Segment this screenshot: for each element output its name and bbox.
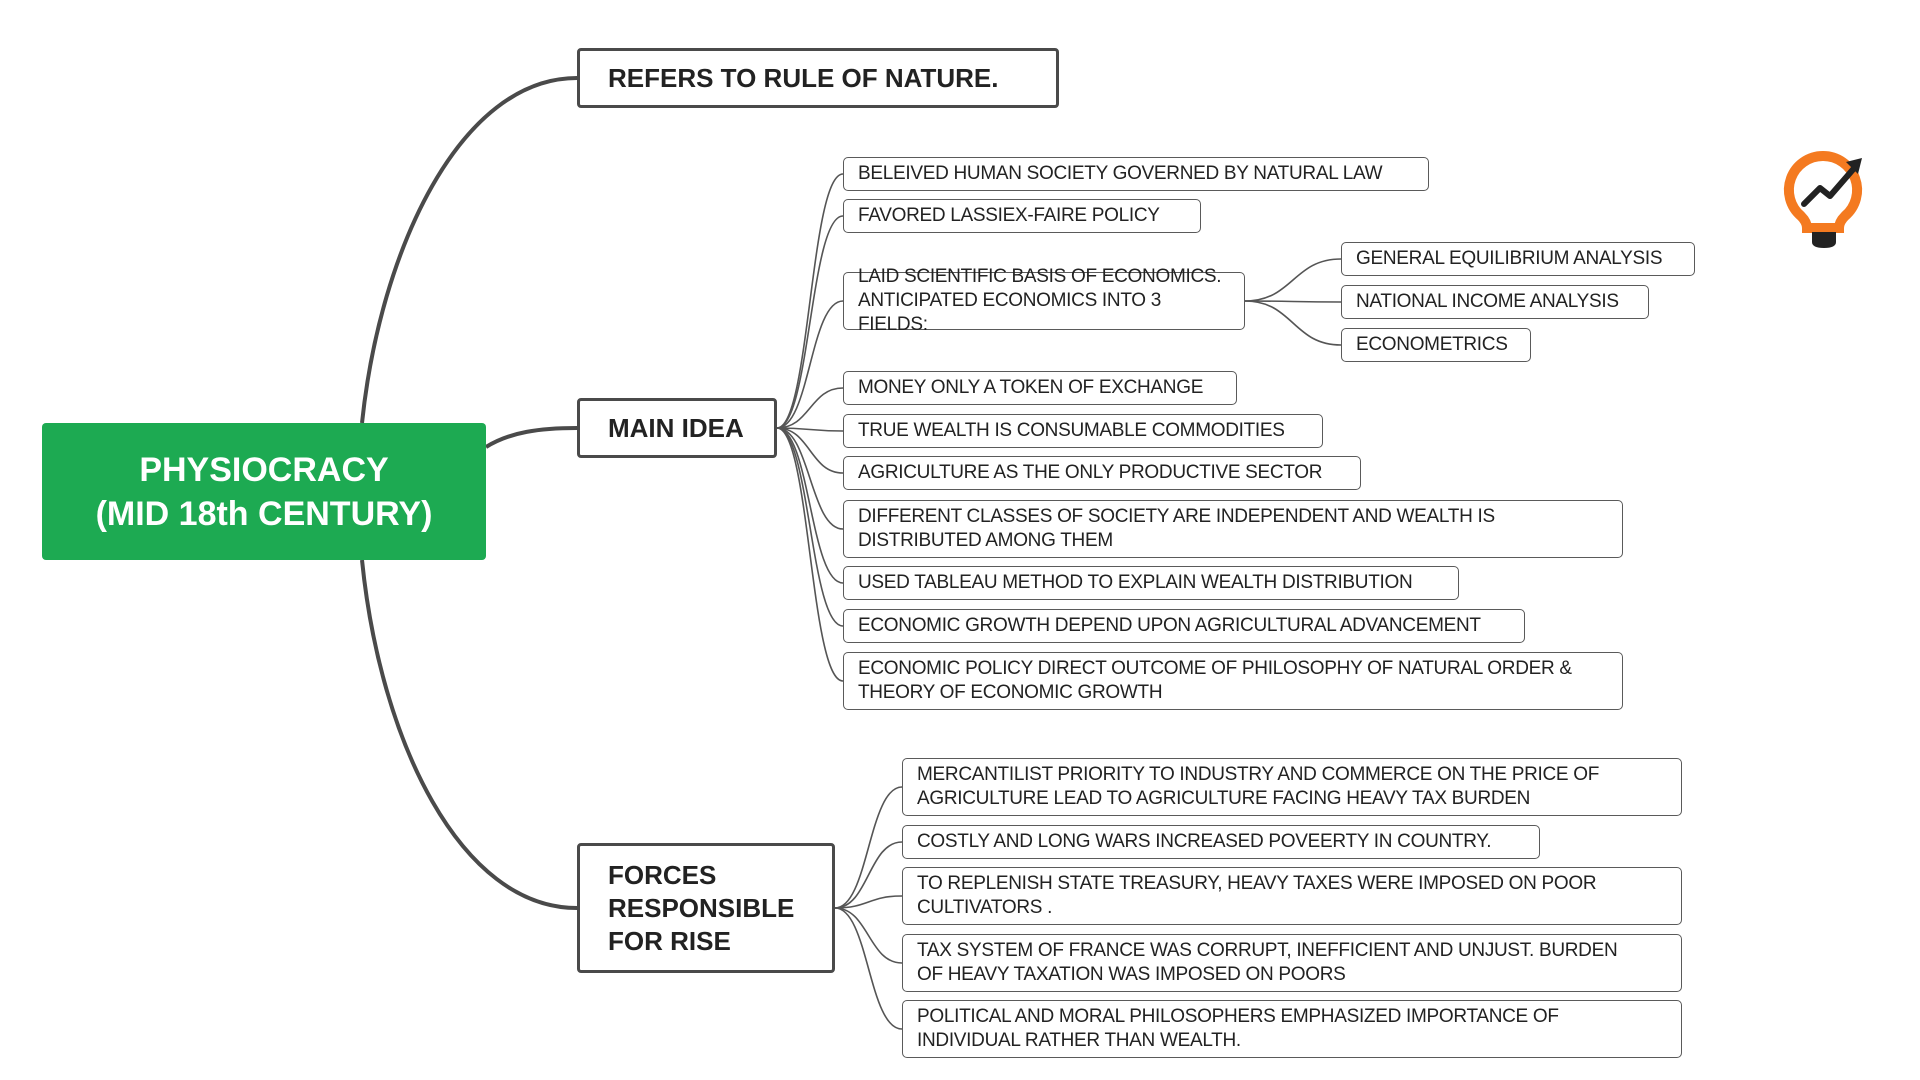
connector-main-idea-item xyxy=(776,173,844,429)
forces-item: COSTLY AND LONG WARS INCREASED POVEERTY … xyxy=(902,825,1540,859)
forces-item-text: MERCANTILIST PRIORITY TO INDUSTRY AND CO… xyxy=(917,764,1600,785)
main-idea-item: FAVORED LASSIEX-FAIRE POLICY xyxy=(843,199,1201,233)
main-idea-item-text: LAID SCIENTIFIC BASIS OF ECONOMICS. xyxy=(858,266,1222,287)
field-item-text: GENERAL EQUILIBRIUM ANALYSIS xyxy=(1356,248,1663,269)
connector-main-idea-item xyxy=(776,387,844,429)
connector-main-idea-item xyxy=(776,427,844,530)
forces-item-text: AGRICULTURE LEAD TO AGRICULTURE FACING H… xyxy=(917,788,1531,809)
main-idea-item-text: DISTRIBUTED AMONG THEM xyxy=(858,530,1113,551)
main-idea-item-text: TRUE WEALTH IS CONSUMABLE COMMODITIES xyxy=(858,420,1285,441)
connector-field-item xyxy=(1244,258,1342,302)
main-idea-item: USED TABLEAU METHOD TO EXPLAIN WEALTH DI… xyxy=(843,566,1459,600)
branch-rule-of-nature: REFERS TO RULE OF NATURE. xyxy=(577,48,1059,108)
forces-item-text: INDIVIDUAL RATHER THAN WEALTH. xyxy=(917,1030,1241,1051)
branch-rule-of-nature-label: REFERS TO RULE OF NATURE. xyxy=(608,62,999,93)
main-idea-item: LAID SCIENTIFIC BASIS OF ECONOMICS. ANTI… xyxy=(843,266,1245,335)
connector-root-forces xyxy=(360,559,578,910)
root-subtitle: (MID 18th CENTURY) xyxy=(95,494,433,533)
forces-item-text: CULTIVATORS . xyxy=(917,897,1053,918)
forces-item: TO REPLENISH STATE TREASURY, HEAVY TAXES… xyxy=(902,867,1682,925)
branch-forces-line: FOR RISE xyxy=(608,925,731,956)
branch-main-idea-label: MAIN IDEA xyxy=(608,412,744,443)
connector-main-idea-item xyxy=(776,427,844,432)
main-idea-item-text: FAVORED LASSIEX-FAIRE POLICY xyxy=(858,205,1160,226)
main-idea-item-text: MONEY ONLY A TOKEN OF EXCHANGE xyxy=(858,377,1204,398)
connector-main-idea-item xyxy=(776,427,844,627)
connector-main-idea-item xyxy=(776,427,844,474)
connector-main-idea-item xyxy=(776,427,844,682)
main-idea-item-text: AGRICULTURE AS THE ONLY PRODUCTIVE SECTO… xyxy=(858,462,1323,483)
connector-forces-item xyxy=(834,895,903,909)
main-idea-item-text: DIFFERENT CLASSES OF SOCIETY ARE INDEPEN… xyxy=(858,506,1495,527)
lightbulb-growth-icon xyxy=(1783,150,1863,248)
forces-item-text: COSTLY AND LONG WARS INCREASED POVEERTY … xyxy=(917,831,1492,852)
field-item-text: NATIONAL INCOME ANALYSIS xyxy=(1356,291,1619,312)
main-idea-item-text: ECONOMIC POLICY DIRECT OUTCOME OF PHILOS… xyxy=(858,658,1572,679)
forces-item: POLITICAL AND MORAL PHILOSOPHERS EMPHASI… xyxy=(902,1000,1682,1058)
main-idea-item: TRUE WEALTH IS CONSUMABLE COMMODITIES xyxy=(843,414,1323,448)
connector-main-idea-item xyxy=(776,215,844,429)
main-idea-item: ECONOMIC GROWTH DEPEND UPON AGRICULTURAL… xyxy=(843,609,1525,643)
connector-field-item xyxy=(1244,300,1342,346)
main-idea-item: AGRICULTURE AS THE ONLY PRODUCTIVE SECTO… xyxy=(843,456,1361,490)
connector-forces-item xyxy=(834,841,903,909)
forces-item-text: OF HEAVY TAXATION WAS IMPOSED ON POORS xyxy=(917,964,1346,985)
branch-forces-line: FORCES xyxy=(608,859,717,890)
main-idea-item-text: THEORY OF ECONOMIC GROWTH xyxy=(858,682,1163,703)
connector-forces-item xyxy=(834,786,903,909)
forces-item-text: TO REPLENISH STATE TREASURY, HEAVY TAXES… xyxy=(917,873,1597,894)
connector-field-item xyxy=(1244,300,1342,303)
main-idea-item: ECONOMIC POLICY DIRECT OUTCOME OF PHILOS… xyxy=(843,652,1623,710)
connector-main-idea-item xyxy=(776,427,844,584)
main-idea-item-text: ECONOMIC GROWTH DEPEND UPON AGRICULTURAL… xyxy=(858,615,1481,636)
forces-item-text: TAX SYSTEM OF FRANCE WAS CORRUPT, INEFFI… xyxy=(917,940,1618,961)
connector-root-main-idea xyxy=(484,426,578,449)
forces-item-text: POLITICAL AND MORAL PHILOSOPHERS EMPHASI… xyxy=(917,1006,1559,1027)
main-idea-item-text: ANTICIPATED ECONOMICS INTO 3 FIELDS: xyxy=(858,290,1162,335)
connector-forces-item xyxy=(834,907,903,964)
connector-forces-item xyxy=(834,907,903,1030)
main-idea-item-text: BELEIVED HUMAN SOCIETY GOVERNED BY NATUR… xyxy=(858,163,1383,184)
branch-forces-line: RESPONSIBLE xyxy=(608,892,795,923)
connector-main-idea-item xyxy=(776,300,844,429)
forces-item: TAX SYSTEM OF FRANCE WAS CORRUPT, INEFFI… xyxy=(902,934,1682,992)
main-idea-item: BELEIVED HUMAN SOCIETY GOVERNED BY NATUR… xyxy=(843,157,1429,191)
field-item: GENERAL EQUILIBRIUM ANALYSIS xyxy=(1341,242,1695,276)
main-idea-item: MONEY ONLY A TOKEN OF EXCHANGE xyxy=(843,371,1237,405)
field-item-text: ECONOMETRICS xyxy=(1356,334,1508,355)
field-item: ECONOMETRICS xyxy=(1341,328,1531,362)
main-idea-item: DIFFERENT CLASSES OF SOCIETY ARE INDEPEN… xyxy=(843,500,1623,558)
branch-main-idea: MAIN IDEA xyxy=(577,398,777,458)
root-node: PHYSIOCRACY (MID 18th CENTURY) xyxy=(42,423,486,560)
forces-item: MERCANTILIST PRIORITY TO INDUSTRY AND CO… xyxy=(902,758,1682,816)
main-idea-item-text: USED TABLEAU METHOD TO EXPLAIN WEALTH DI… xyxy=(858,572,1413,593)
field-item: NATIONAL INCOME ANALYSIS xyxy=(1341,285,1649,319)
connector-root-nature xyxy=(360,76,578,424)
root-title: PHYSIOCRACY xyxy=(139,450,389,489)
branch-forces: FORCES RESPONSIBLE FOR RISE xyxy=(577,843,835,973)
